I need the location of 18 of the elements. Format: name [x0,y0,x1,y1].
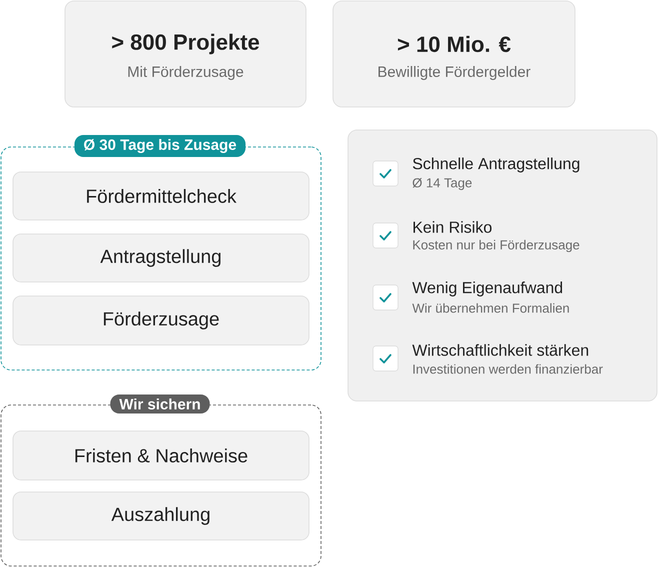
item-subtitle: Kosten nur bei Förderzusage [413,240,580,252]
stat-card: > 800 Projekte Mit Förderzusage [64,0,306,108]
item-title: Wenig Eigenaufwand [412,282,562,296]
step-box: Fördermittelcheck [12,172,310,220]
step-box: Antragstellung [12,234,310,282]
item-subtitle: Ø 14 Tage [412,178,472,190]
step-box: Förderzusage [12,296,310,346]
badge: Ø 30 Tage bis Zusage [74,134,246,158]
item-subtitle: Investitionen werden finanzierbar [413,364,603,374]
item-title: Wirtschaftlichkeit stärken [412,344,588,356]
badge: Wir sichern [110,394,210,414]
item-title: Kein Risiko [414,221,492,233]
item-subtitle: Wir übernehmen Formalien [412,303,569,313]
benefits-panel [348,130,658,402]
item-title: Schnelle Antragstellung [412,158,580,172]
stat-card: > 10 Mio. € Bewilligte Fördergelder [332,0,576,108]
step-box: Auszahlung [12,492,310,540]
step-box: Fristen & Nachweise [12,430,310,480]
